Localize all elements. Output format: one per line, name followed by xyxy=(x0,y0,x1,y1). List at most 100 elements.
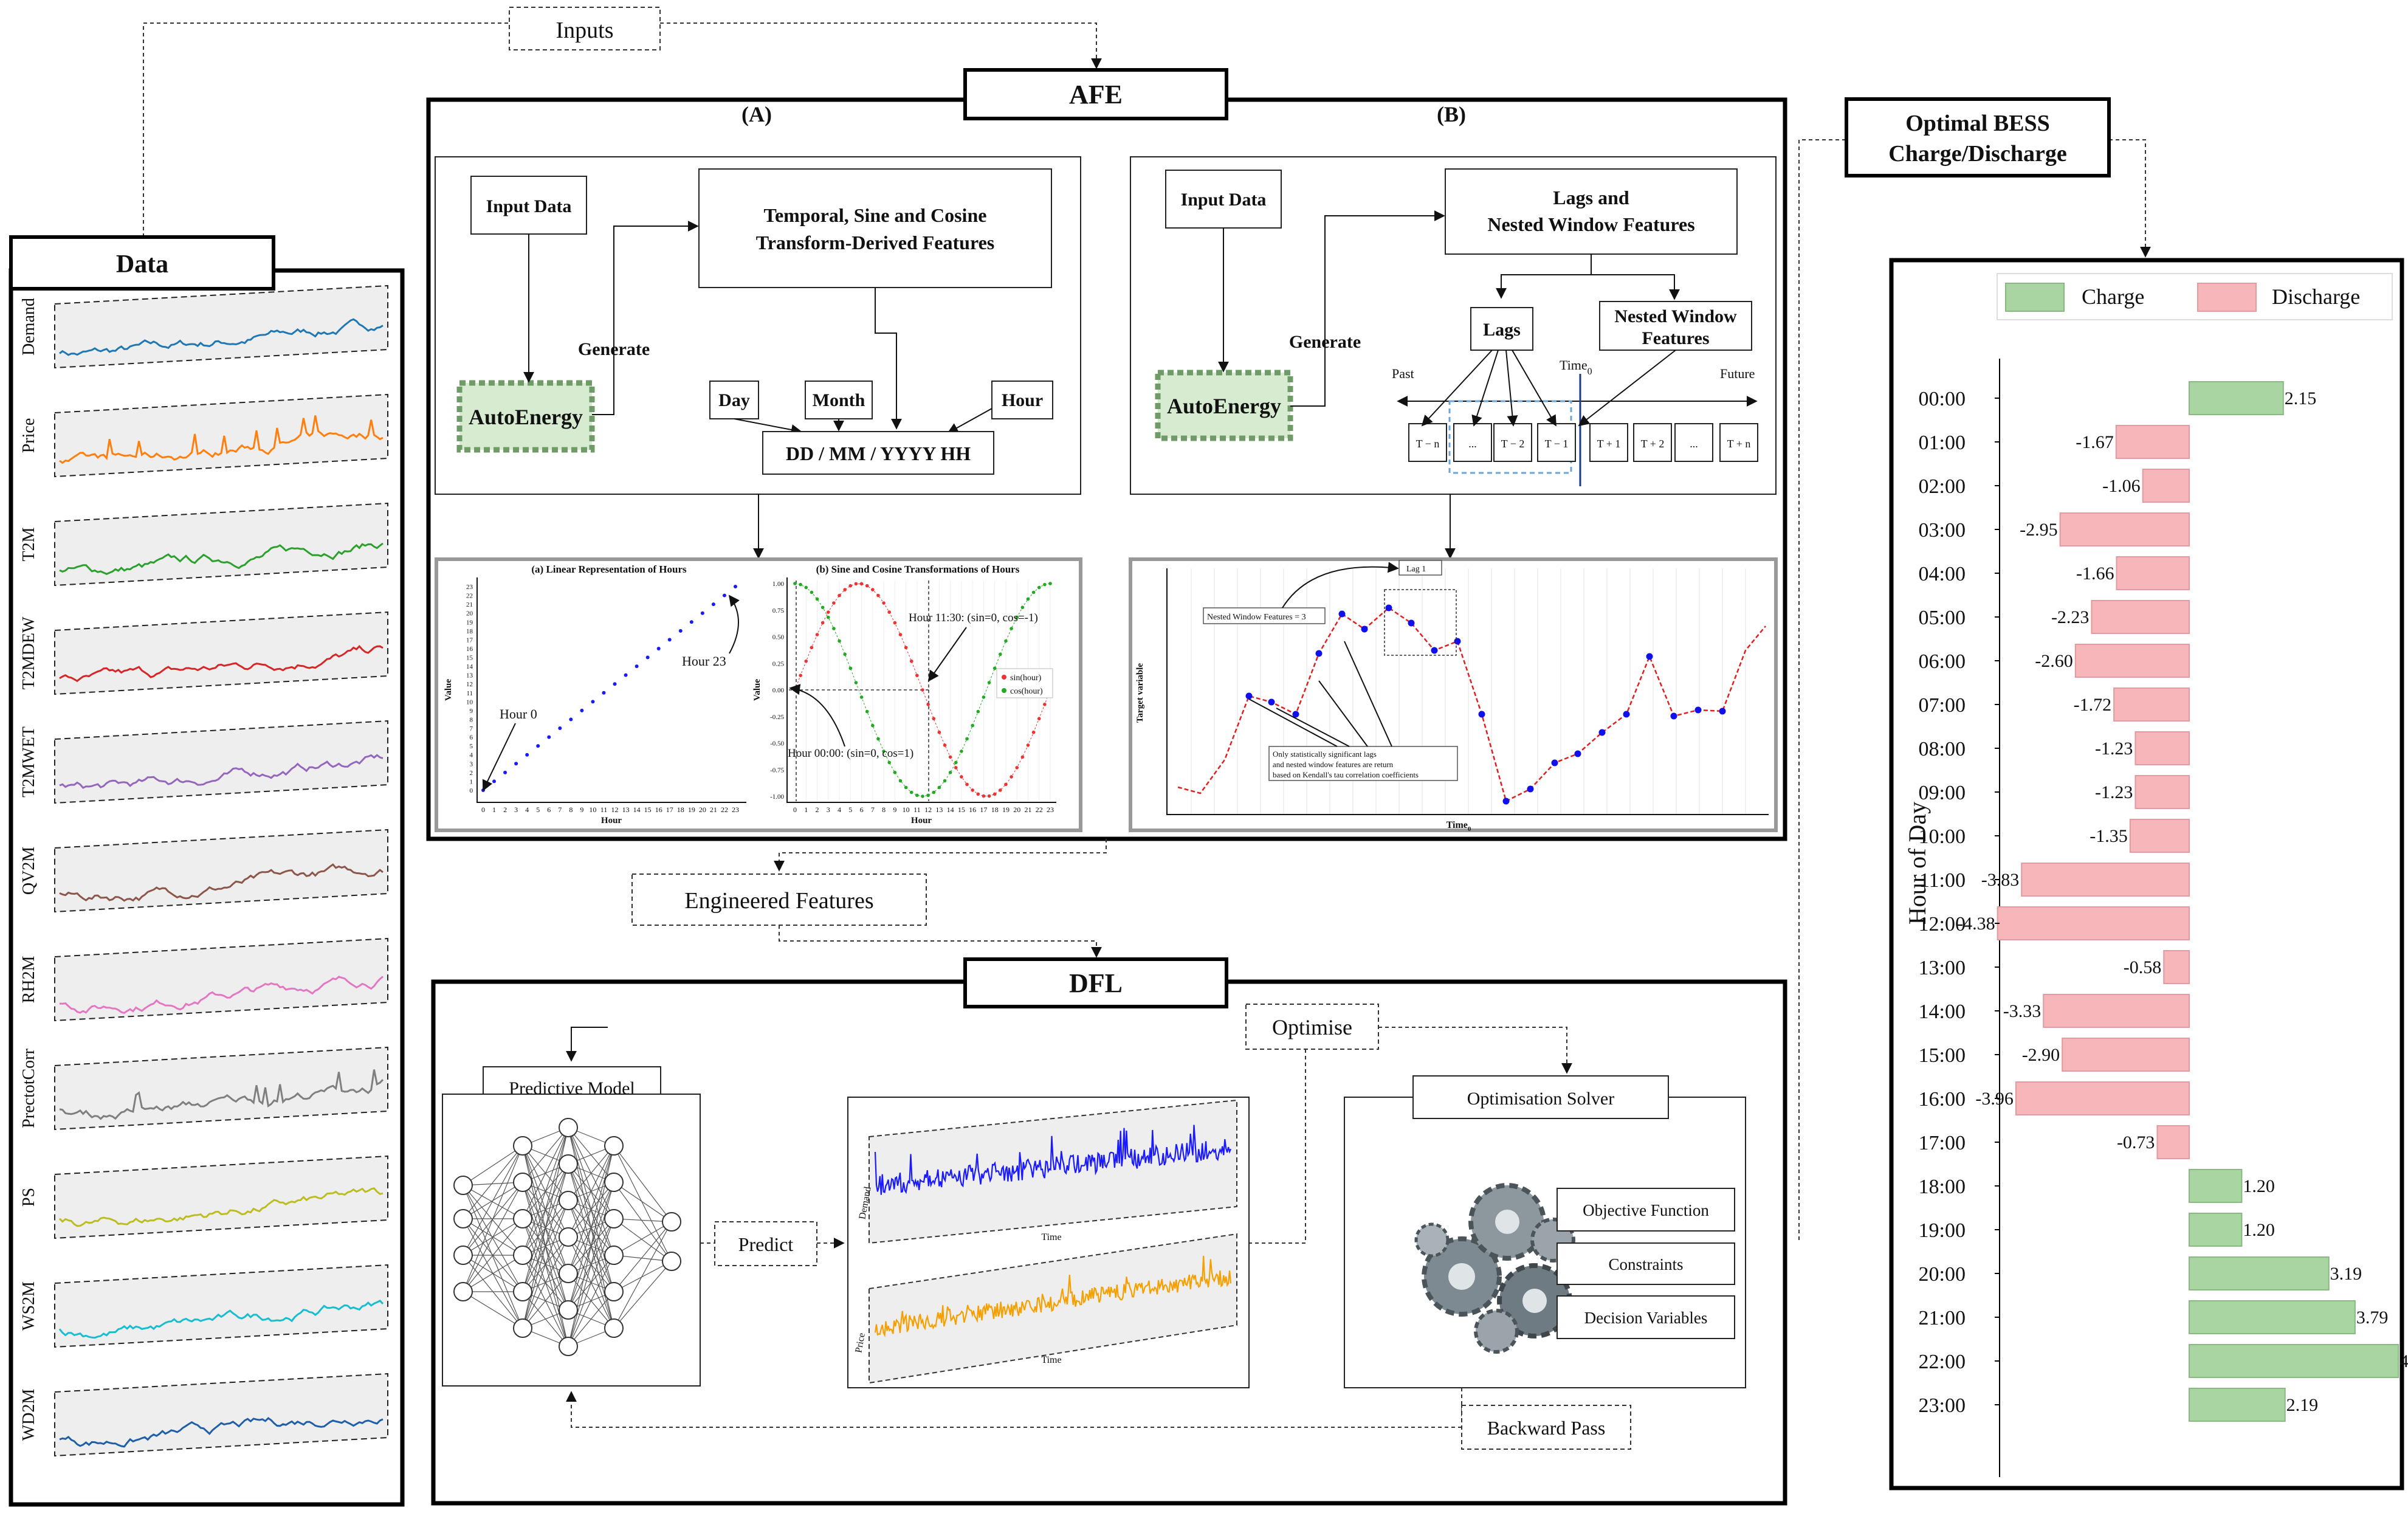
lag-point xyxy=(1478,711,1485,718)
series-t2m-panel: T2M xyxy=(19,502,388,587)
bess-y-axis-label: Hour of Day xyxy=(1904,802,1931,925)
hour-tick: 12 xyxy=(611,805,619,814)
lag-point xyxy=(1527,785,1534,793)
value-tick: 5 xyxy=(470,743,473,750)
lag-point xyxy=(1551,759,1558,767)
hour-tick: 3 xyxy=(827,805,830,814)
discharge-bar xyxy=(2021,863,2190,897)
hour-tick: 15 xyxy=(644,805,652,814)
price-axis-label: Price xyxy=(853,1332,867,1354)
sin-point xyxy=(865,584,869,588)
neural-network-graphic xyxy=(453,1118,681,1356)
hour-tick: 7 xyxy=(558,805,562,814)
value-tick: 16 xyxy=(466,646,473,653)
bar-value-label: -2.90 xyxy=(2022,1045,2060,1065)
hour-point xyxy=(689,620,693,624)
timeline-cell-label: ... xyxy=(1468,438,1477,450)
bess-connector xyxy=(1798,139,2151,1240)
a-month-label: Month xyxy=(813,390,865,410)
b-past-label: Past xyxy=(1392,366,1414,381)
value-tick: 9 xyxy=(470,708,473,715)
b-nested-line1: Nested Window xyxy=(1614,306,1737,326)
hour-point xyxy=(591,700,595,704)
series-qv2m-panel: QV2M xyxy=(19,829,388,913)
hour-tick: 5 xyxy=(536,805,540,814)
bar-value-label: -2.60 xyxy=(2035,651,2073,671)
nn-node xyxy=(559,1300,578,1320)
data-panel-title: Data xyxy=(116,250,168,278)
value-tick: 2 xyxy=(470,770,473,777)
nn-node xyxy=(513,1209,532,1228)
sin-point xyxy=(937,730,941,734)
hour-tick: 15 xyxy=(958,805,965,814)
sin-point xyxy=(1020,755,1025,759)
cos-point xyxy=(843,652,847,656)
series-t2mdew-panel: T2MDEW xyxy=(19,611,388,695)
hour-tick: 7 xyxy=(871,805,875,814)
discharge-bar xyxy=(2062,1038,2190,1072)
sin-point xyxy=(898,633,903,636)
hour0-annotation: Hour 0 xyxy=(500,706,537,722)
hour-tick: 14 xyxy=(947,805,954,814)
bar-value-label: -1.23 xyxy=(2095,782,2133,802)
value-tick: 3 xyxy=(470,760,473,768)
value-tick: 1 xyxy=(470,778,473,785)
hour-tick: 10 xyxy=(589,805,596,814)
nn-node xyxy=(604,1209,624,1228)
demand-time-label: Time xyxy=(1041,1232,1061,1242)
lag-plot-ylabel: Target variable xyxy=(1135,663,1145,723)
hour-tick: 22 xyxy=(1036,805,1043,814)
lag-point xyxy=(1408,619,1415,627)
hour-tick: 19 xyxy=(1002,805,1010,814)
hour-tick: 1 xyxy=(804,805,808,814)
hour-category-label: 03:00 xyxy=(1919,519,1966,542)
bar-value-label: -0.73 xyxy=(2117,1132,2155,1153)
hour-tick: 21 xyxy=(710,805,717,814)
hour-category-label: 11:00 xyxy=(1919,869,1966,892)
b-nested-line2: Features xyxy=(1642,328,1709,348)
hour-point xyxy=(645,655,650,660)
series-price-panel: Price xyxy=(19,393,388,478)
series-label: Price xyxy=(19,418,38,453)
timeline-cell-label: ... xyxy=(1690,438,1698,450)
charge-bar xyxy=(2189,1213,2243,1247)
hour-category-label: 17:00 xyxy=(1919,1132,1966,1154)
series-label: Demand xyxy=(19,298,38,356)
sin-point xyxy=(859,582,864,586)
series-t2mwet-panel: T2MWET xyxy=(19,720,388,804)
hour-tick: 23 xyxy=(1047,805,1054,814)
signif-note-line2: and nested window features are return xyxy=(1273,760,1394,769)
a-hour-label: Hour xyxy=(1002,390,1043,410)
value-tick: 7 xyxy=(470,725,473,732)
hour-tick: 23 xyxy=(732,805,739,814)
bar-value-label: -1.67 xyxy=(2076,432,2114,452)
nn-node xyxy=(604,1318,624,1338)
bar-value-label: -1.23 xyxy=(2095,739,2133,759)
sin-point xyxy=(926,703,930,706)
nn-node xyxy=(513,1246,532,1265)
value-tick: 10 xyxy=(466,698,473,706)
hour-point xyxy=(503,770,507,774)
timeline-cell xyxy=(1633,423,1672,462)
hour-point xyxy=(667,638,672,642)
value-tick: 17 xyxy=(466,636,473,644)
plot-a-ylabel: Value xyxy=(444,679,453,701)
nn-node xyxy=(513,1318,532,1338)
series-label: T2MDEW xyxy=(19,616,38,689)
value-tick: 14 xyxy=(466,663,473,670)
cos-point xyxy=(987,681,991,684)
b-input-data: Input Data xyxy=(1181,190,1267,210)
hour-tick: 9 xyxy=(580,805,583,814)
lag-point xyxy=(1574,750,1581,757)
a-day-label: Day xyxy=(718,390,750,410)
nn-node xyxy=(662,1212,681,1232)
bar-value-label: -1.66 xyxy=(2076,563,2114,584)
panel-b-flow: Input Data Lags and Nested Window Featur… xyxy=(1130,156,1777,559)
hour-category-label: 18:00 xyxy=(1919,1176,1966,1198)
hour-tick: 4 xyxy=(525,805,529,814)
bar-value-label: 3.19 xyxy=(2330,1264,2362,1284)
discharge-bar xyxy=(2115,425,2190,459)
value-tick: 0.50 xyxy=(772,634,785,641)
